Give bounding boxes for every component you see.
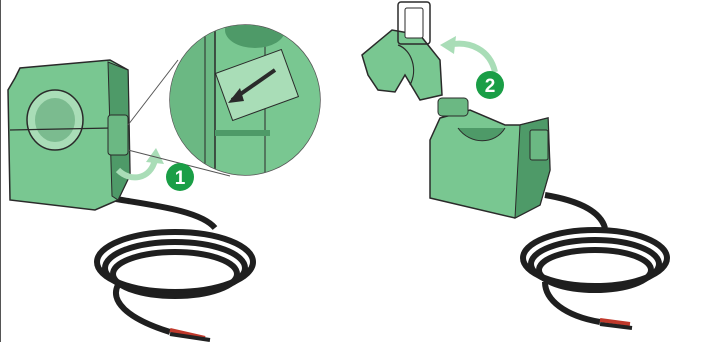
cable-coil-right bbox=[523, 195, 667, 322]
hinge bbox=[438, 98, 468, 116]
step-1-badge: 1 bbox=[166, 163, 194, 191]
open-ct-sensor bbox=[362, 2, 667, 328]
curved-arrow-open-icon bbox=[448, 44, 495, 72]
step-2-number: 2 bbox=[485, 76, 496, 97]
cable-coil-left bbox=[97, 198, 253, 332]
step-2-badge: 2 bbox=[476, 71, 504, 99]
wire-ends-left bbox=[170, 330, 210, 340]
latch-left bbox=[108, 115, 128, 155]
step-1-number: 1 bbox=[175, 168, 186, 189]
wire-ends-right bbox=[600, 320, 632, 328]
